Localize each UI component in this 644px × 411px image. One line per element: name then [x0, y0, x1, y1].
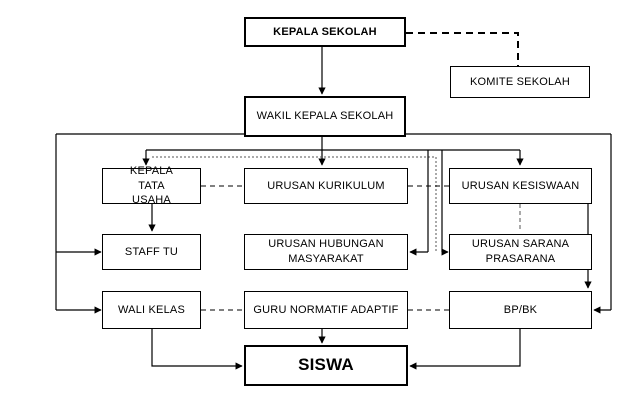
guru-normatif-adaptif-box: GURU NORMATIF ADAPTIF	[244, 291, 408, 329]
urusan-kesiswaan-box: URUSAN KESISWAAN	[449, 168, 592, 204]
kepala-tata-usaha-box: KEPALA TATA USAHA	[102, 165, 201, 206]
urusan-sarana-prasarana-box: URUSAN SARANA PRASARANA	[449, 234, 592, 270]
coordination-dotted-line	[152, 156, 437, 252]
bp-bk-box: BP/BK	[449, 291, 592, 329]
staff-tu-box: STAFF TU	[102, 234, 201, 270]
urusan-kurikulum-box: URUSAN KURIKULUM	[244, 168, 408, 204]
wakil-kepala-sekolah-box: WAKIL KEPALA SEKOLAH	[244, 96, 406, 137]
wali-kelas-to-siswa	[151, 329, 243, 370]
komite-sekolah-box: KOMITE SEKOLAH	[450, 66, 590, 98]
wali-kelas-box: WALI KELAS	[102, 291, 201, 329]
urusan-hubungan-masyarakat-box: URUSAN HUBUNGAN MASYARAKAT	[244, 234, 408, 270]
siswa-box: SISWA	[244, 345, 408, 386]
bp-bk-to-siswa	[409, 329, 521, 370]
kepala-sekolah-box: KEPALA SEKOLAH	[244, 17, 406, 47]
komite-dashed-line	[406, 32, 519, 66]
